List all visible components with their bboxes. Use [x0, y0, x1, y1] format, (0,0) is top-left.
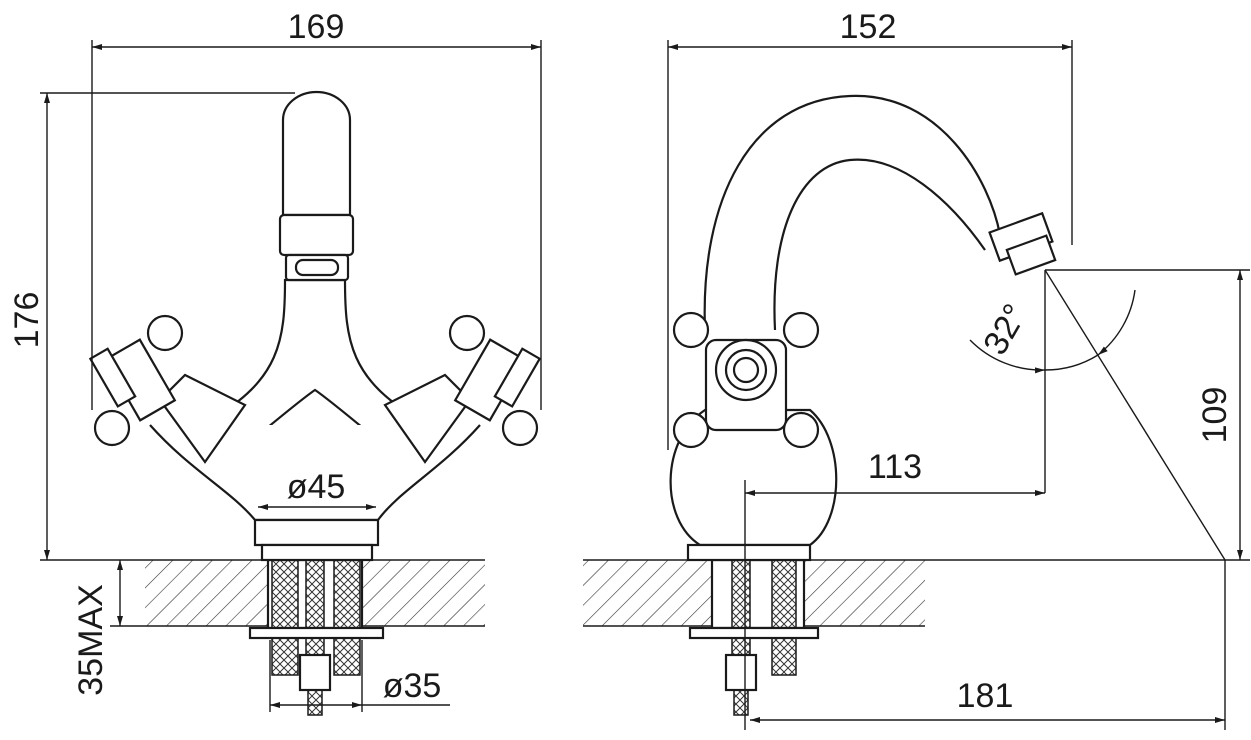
- aerator-mesh: [294, 258, 340, 277]
- spout-outer: [703, 94, 1002, 331]
- body-neck: [208, 278, 422, 452]
- mounting-plate: [248, 626, 385, 640]
- base: [260, 543, 374, 562]
- width-label: 169: [288, 8, 345, 46]
- reach-label: 113: [868, 448, 922, 486]
- hose-right: [333, 559, 361, 676]
- base-diameter-label: ø45: [287, 468, 346, 506]
- front-view: 169 176 ø45 ø35 35MAX: [8, 8, 542, 716]
- side-handle: [672, 311, 820, 449]
- spout-nozzle: [1005, 234, 1057, 276]
- angle-label: 32°: [976, 298, 1035, 362]
- hose-side: [771, 559, 797, 676]
- nut: [298, 653, 332, 692]
- spout-inner: [773, 158, 986, 331]
- angle-arc-right: [1097, 289, 1136, 356]
- hose-left: [271, 559, 299, 676]
- water-jet-line: [1044, 269, 1226, 561]
- shank-diameter-label: ø35: [383, 667, 442, 705]
- side-base: [686, 543, 812, 562]
- total-reach-label: 181: [957, 677, 1014, 715]
- right-handle: [383, 314, 542, 464]
- left-handle: [88, 314, 247, 464]
- spout-collar: [278, 213, 355, 257]
- outlet-height-label: 109: [1196, 387, 1234, 444]
- threaded-rod: [305, 559, 325, 661]
- side-view: 152 109 113 181 32°: [583, 8, 1250, 730]
- counter-thickness-label: 35MAX: [72, 584, 110, 696]
- rod-end: [307, 689, 323, 716]
- height-label: 176: [8, 292, 46, 349]
- spout: [281, 90, 352, 217]
- angle-arc-left: [969, 339, 1046, 374]
- depth-label: 152: [840, 8, 897, 46]
- base-collar: [253, 518, 380, 547]
